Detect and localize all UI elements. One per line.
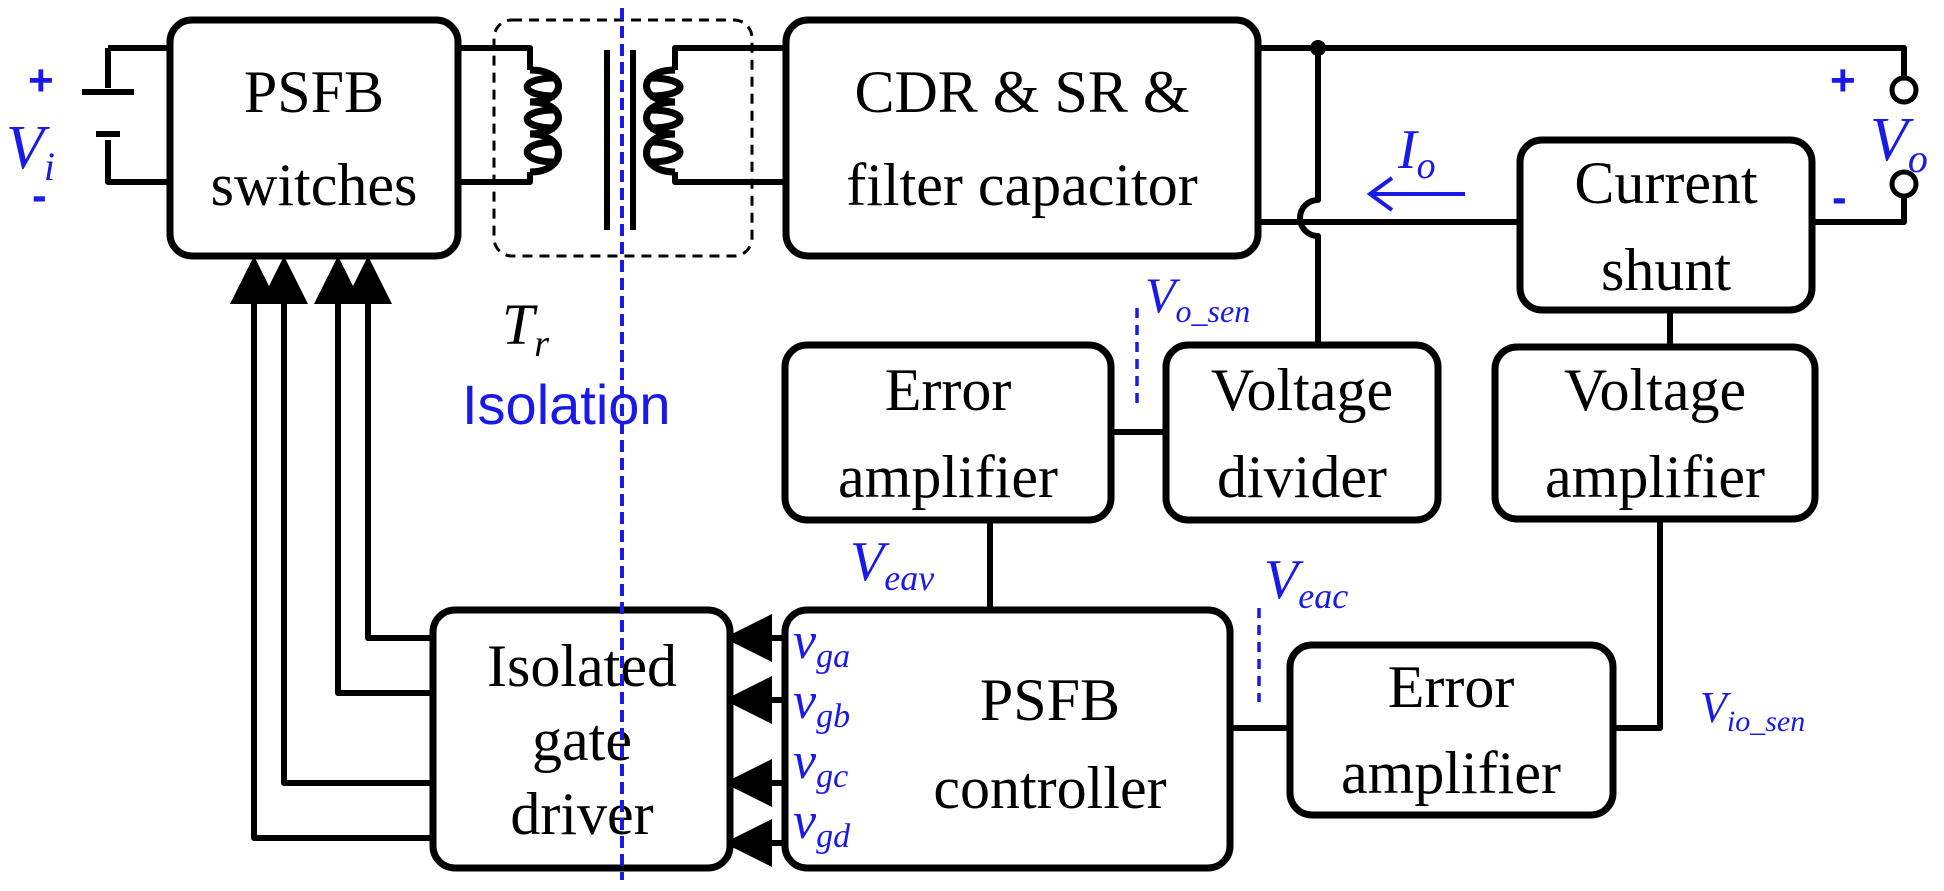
vgb-label: vgb bbox=[793, 673, 850, 735]
primary-top-wire bbox=[458, 45, 533, 70]
block-error-amplifier-current: Error amplifier bbox=[1286, 641, 1617, 819]
input-top-wire bbox=[105, 45, 170, 88]
output-current-label: Io bbox=[1397, 119, 1436, 187]
psfb-controller-line2: controller bbox=[933, 755, 1166, 821]
voltage-amplifier-line2: amplifier bbox=[1545, 444, 1765, 510]
output-voltage-label: Vo bbox=[1870, 106, 1928, 181]
voltage-divider-line1: Voltage bbox=[1211, 357, 1393, 423]
input-plus-sign: + bbox=[28, 56, 54, 105]
gate-driver-line1: Isolated bbox=[487, 633, 677, 699]
cdr-line2: filter capacitor bbox=[846, 152, 1197, 218]
output-minus-sign: - bbox=[1832, 173, 1847, 222]
secondary-bottom-wire bbox=[672, 172, 786, 185]
secondary-coil-loops bbox=[649, 74, 684, 166]
psfb-switches-line1: PSFB bbox=[244, 59, 384, 125]
vo-sense-tap bbox=[1297, 48, 1321, 345]
error-amp-c-line1: Error bbox=[1388, 654, 1515, 720]
current-shunt-line1: Current bbox=[1574, 150, 1758, 216]
gate-line-c bbox=[260, 256, 433, 786]
gate-line-b bbox=[314, 256, 433, 696]
input-bottom-wire bbox=[105, 140, 170, 185]
error-amp-v-line1: Error bbox=[885, 357, 1012, 423]
gate-driver-line3: driver bbox=[510, 781, 653, 847]
output-positive-terminal-icon bbox=[1889, 75, 1919, 105]
block-psfb-switches: PSFB switches bbox=[166, 16, 462, 260]
psfb-switches-line2: switches bbox=[211, 152, 418, 218]
block-error-amplifier-voltage: Error amplifier bbox=[781, 341, 1115, 524]
output-plus-sign: + bbox=[1830, 56, 1856, 105]
wires bbox=[82, 40, 1907, 867]
voltage-amplifier-line1: Voltage bbox=[1564, 357, 1746, 423]
current-shunt-line2: shunt bbox=[1601, 237, 1731, 303]
block-cdr-sr-filter: CDR & SR & filter capacitor bbox=[782, 16, 1262, 260]
error-amp-v-line2: amplifier bbox=[838, 444, 1058, 510]
block-voltage-amplifier: Voltage amplifier bbox=[1491, 343, 1819, 523]
isolation-label: Isolation bbox=[462, 373, 671, 436]
error-amp-c-line2: amplifier bbox=[1341, 740, 1561, 806]
gate-line-d bbox=[230, 256, 433, 841]
output-return-right bbox=[1812, 196, 1907, 225]
block-psfb-controller: PSFB controller bbox=[781, 606, 1234, 872]
vgc-label: vgc bbox=[793, 733, 848, 795]
vio-sen-wire bbox=[1613, 519, 1663, 731]
input-voltage-label: Vi bbox=[6, 114, 55, 189]
gate-line-a bbox=[344, 256, 433, 641]
veav-label: Veav bbox=[850, 531, 934, 598]
veac-label: Veac bbox=[1264, 549, 1348, 616]
primary-coil-icon bbox=[529, 66, 562, 176]
secondary-top-wire bbox=[672, 45, 786, 70]
transformer-label: Tr bbox=[502, 292, 549, 365]
output-negative-terminal-icon bbox=[1889, 169, 1919, 199]
block-voltage-divider: Voltage divider bbox=[1162, 341, 1442, 524]
cdr-line1: CDR & SR & bbox=[854, 59, 1189, 125]
input-minus-sign: - bbox=[32, 171, 47, 220]
secondary-coil-icon bbox=[643, 66, 676, 176]
output-positive-rail bbox=[1258, 45, 1907, 78]
gate-driver-line2: gate bbox=[532, 707, 632, 773]
output-current-arrow-icon bbox=[1366, 176, 1465, 212]
vo-sen-label: Vo_sen bbox=[1145, 267, 1250, 329]
block-isolated-gate-driver: Isolated gate driver bbox=[429, 606, 734, 872]
voltage-divider-line2: divider bbox=[1217, 444, 1387, 510]
psfb-controller-line1: PSFB bbox=[980, 667, 1120, 733]
vga-label: vga bbox=[793, 613, 850, 675]
vio-sen-label: Vio_sen bbox=[1700, 683, 1805, 738]
vgd-label: vgd bbox=[793, 793, 851, 855]
block-current-shunt: Current shunt bbox=[1516, 136, 1816, 314]
primary-coil-loops bbox=[523, 74, 556, 166]
